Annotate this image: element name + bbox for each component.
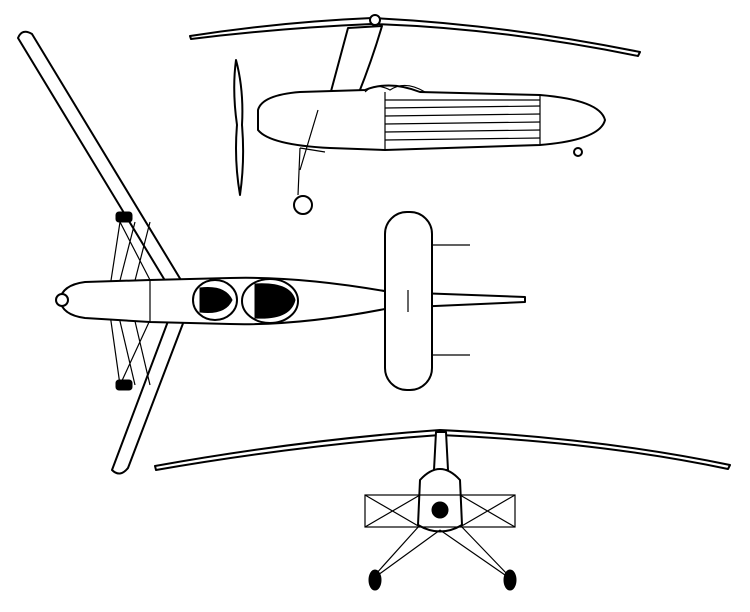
front-pylon	[433, 431, 449, 471]
wheel-top-right	[115, 379, 133, 391]
cockpit-fairing	[364, 84, 426, 93]
top-rotor-blade-upper	[17, 30, 191, 303]
front-wheel-right	[503, 569, 517, 591]
side-fuselage	[257, 84, 606, 151]
side-view	[189, 14, 641, 215]
front-body	[417, 468, 463, 533]
front-view	[154, 429, 731, 591]
propeller	[233, 59, 245, 196]
top-view	[17, 30, 526, 475]
cockpit-shadow-rear	[254, 283, 296, 319]
nose-spinner	[55, 293, 69, 307]
main-wheel	[293, 195, 313, 215]
tail-fins	[407, 244, 470, 356]
cockpit-shadow-front	[199, 287, 233, 313]
landing-gear-top	[107, 221, 151, 386]
front-rotor-blade	[154, 429, 731, 471]
top-rotor-blade-lower	[111, 299, 191, 475]
fuselage-stringers	[384, 92, 541, 150]
front-wheel-left	[368, 569, 382, 591]
front-engine-face	[431, 501, 449, 519]
landing-gear-strut	[297, 109, 326, 196]
tail-wheel	[573, 147, 583, 157]
wheel-top-left	[115, 211, 133, 223]
rotor-hub	[369, 14, 381, 26]
side-rotor-blade	[189, 17, 641, 57]
wing-bracing	[364, 494, 516, 528]
front-landing-gear	[374, 524, 509, 576]
front-wings	[364, 494, 516, 528]
rotor-pylon	[329, 25, 383, 96]
